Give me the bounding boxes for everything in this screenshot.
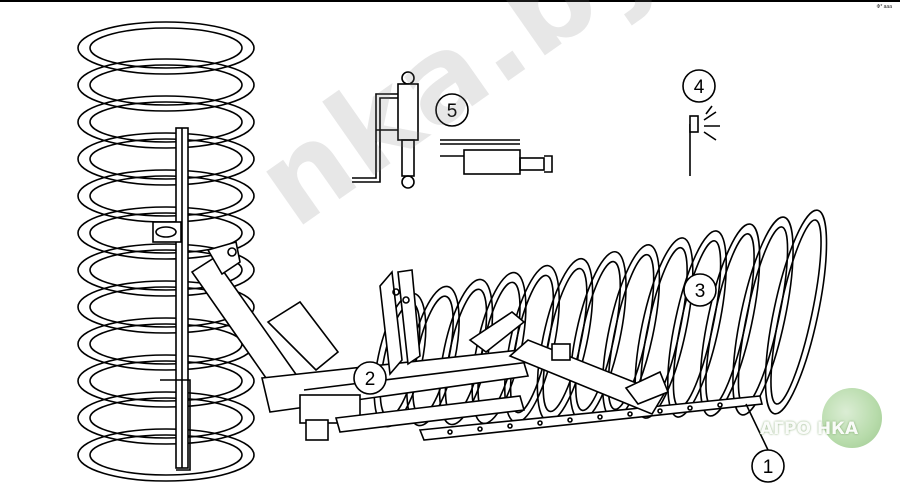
hitch-hole (567, 417, 573, 423)
disc-ring (89, 397, 243, 439)
post-bracket (152, 221, 182, 243)
hitch-hole (627, 411, 633, 417)
detail-5-cylinder-horizontal (440, 139, 553, 175)
callout-circle-2 (353, 361, 387, 395)
disc-ring (89, 175, 243, 217)
agronka-logo (822, 388, 882, 448)
disc-ring (77, 58, 255, 112)
hitch-hole (477, 426, 483, 432)
disc-ring (77, 428, 255, 482)
disc-ring (770, 219, 822, 405)
hitch-hole (717, 402, 723, 408)
disc-ring (89, 249, 243, 291)
callout-circle-3 (683, 273, 717, 307)
disc-ring (77, 243, 255, 297)
disc-ring (89, 323, 243, 365)
disc-ring (89, 101, 243, 143)
disc-ring (77, 391, 255, 445)
disc-ring (89, 27, 243, 69)
corner-mark: Ф* ааа (876, 4, 892, 10)
disc-ring (77, 354, 255, 408)
callout-circle-4 (682, 69, 716, 103)
hitch-holes (447, 402, 723, 435)
lift-bracket-left (379, 270, 403, 376)
disc-ring (77, 132, 255, 186)
disc-ring (77, 280, 255, 334)
disc-ring (77, 95, 255, 149)
lift-bracket-right (397, 269, 421, 366)
disc-ring (542, 267, 588, 413)
detail-5-cylinder-vertical (352, 71, 419, 189)
disc-ring (732, 216, 794, 416)
disc-ring (666, 230, 728, 418)
detail-4-light (689, 105, 720, 176)
disc-ring (764, 209, 828, 415)
disc-ring (89, 138, 243, 180)
disc-ring (737, 226, 789, 406)
hitch-hole (597, 414, 603, 420)
disc-ring (77, 21, 255, 75)
hitch-hole (507, 423, 513, 429)
disc-ring (89, 434, 243, 476)
disc-ring (705, 233, 755, 407)
top-border (0, 0, 900, 2)
hitch-hole (537, 420, 543, 426)
logo-text: АГРО НКА (760, 419, 859, 439)
callout-label-5: 5 (447, 101, 458, 122)
disc-ring (699, 223, 761, 417)
callout-circle-5 (435, 93, 469, 127)
callout-label-1: 1 (763, 457, 774, 478)
disc-ring (89, 360, 243, 402)
disc-ring (634, 237, 694, 419)
hitch-hole (687, 405, 693, 411)
hitch-hole (657, 408, 663, 414)
hitch-hole (447, 429, 453, 435)
callout-label-3: 3 (695, 281, 706, 302)
callout-label-4: 4 (694, 77, 705, 98)
cylinder-mount (266, 300, 340, 372)
disc-ring (89, 212, 243, 254)
right-disc-rows (373, 209, 828, 428)
callout-label-2: 2 (365, 369, 376, 390)
disc-ring (672, 239, 722, 409)
disc-ring (77, 206, 255, 260)
drawbar (334, 395, 526, 433)
disc-ring (89, 64, 243, 106)
